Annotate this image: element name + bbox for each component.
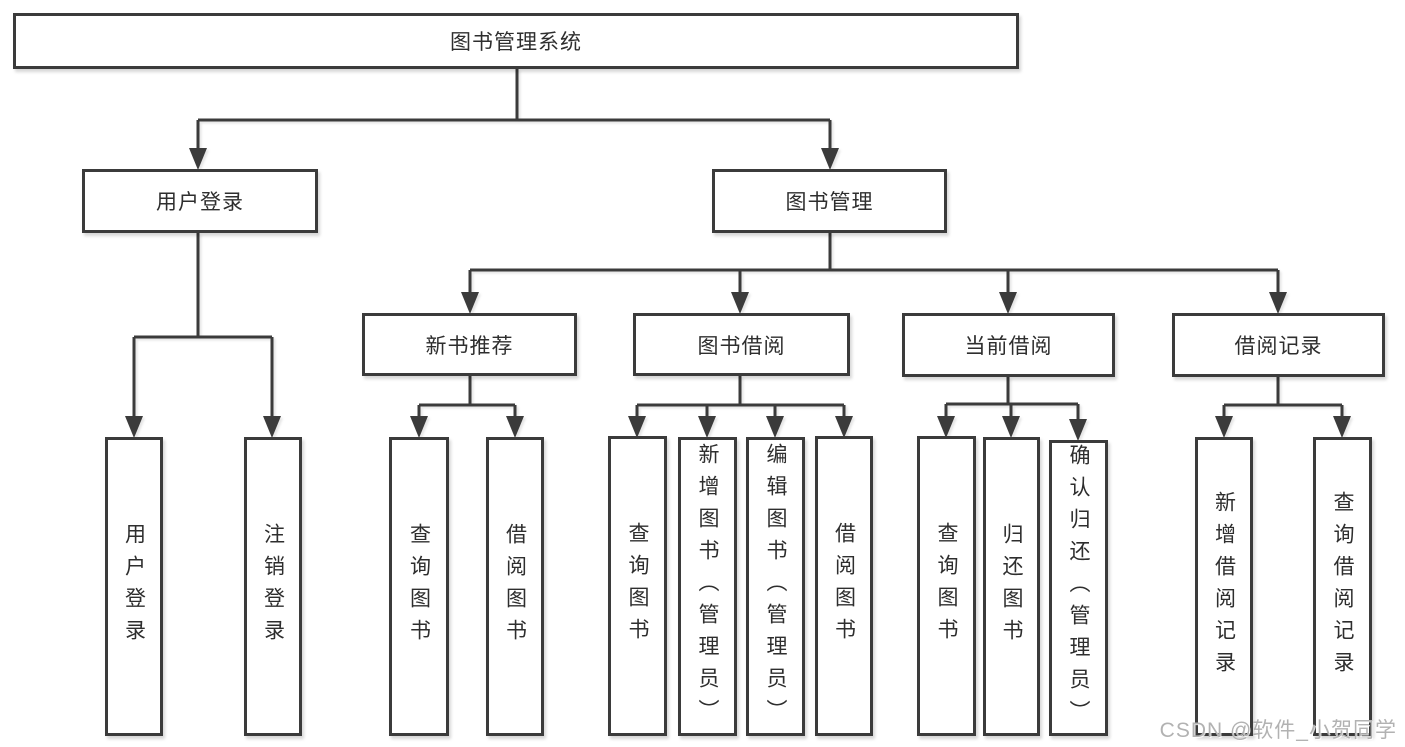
node-label: 查询图书 — [407, 522, 431, 651]
node-book-borrow: 图书借阅 — [633, 313, 850, 376]
node-label: 确认归还（管理员） — [1067, 444, 1090, 732]
node-label: 图书管理系统 — [450, 31, 582, 54]
node-label: 借阅记录 — [1234, 335, 1323, 358]
leaf-query-borrow-record: 查询借阅记录 — [1313, 437, 1372, 736]
leaf-add-book-admin: 新增图书（管理员） — [678, 437, 737, 736]
leaf-confirm-return-admin: 确认归还（管理员） — [1049, 440, 1108, 736]
node-label: 编辑图书（管理员） — [764, 442, 787, 731]
node-label: 新书推荐 — [425, 334, 514, 358]
node-borrow-record: 借阅记录 — [1172, 313, 1385, 377]
watermark: CSDN @软件_小贺同学 — [1159, 719, 1397, 742]
node-label: 用户登录 — [156, 191, 244, 214]
node-label: 归还图书 — [1000, 522, 1023, 651]
node-book-management: 图书管理 — [712, 169, 947, 233]
node-label: 图书管理 — [785, 191, 874, 214]
leaf-query-book: 查询图书 — [608, 436, 667, 736]
arrowheads — [125, 148, 1351, 441]
node-user-login: 用户登录 — [82, 169, 318, 233]
node-label: 新增图书（管理员） — [696, 442, 719, 731]
leaf-query-book: 查询图书 — [917, 436, 976, 736]
node-label: 借阅图书 — [832, 522, 856, 650]
leaf-add-borrow-record: 新增借阅记录 — [1195, 437, 1253, 736]
node-current-borrow: 当前借阅 — [902, 313, 1115, 377]
node-label: 查询图书 — [626, 522, 649, 650]
node-label: 借阅图书 — [503, 522, 527, 651]
node-label: 当前借阅 — [964, 335, 1053, 358]
leaf-edit-book-admin: 编辑图书（管理员） — [746, 437, 805, 736]
leaf-borrow-book: 借阅图书 — [815, 436, 873, 736]
node-new-book-recommend: 新书推荐 — [362, 313, 577, 376]
leaf-logout: 注销登录 — [244, 437, 302, 736]
node-label: 查询借阅记录 — [1331, 490, 1354, 683]
node-library-system: 图书管理系统 — [13, 13, 1019, 69]
leaf-query-book: 查询图书 — [389, 437, 449, 736]
leaf-return-book: 归还图书 — [983, 437, 1040, 736]
node-label: 查询图书 — [935, 522, 958, 650]
node-label: 图书借阅 — [697, 334, 786, 358]
leaf-borrow-book: 借阅图书 — [486, 437, 544, 736]
node-label: 新增借阅记录 — [1212, 490, 1236, 683]
node-label: 注销登录 — [261, 522, 285, 651]
node-label: 用户登录 — [122, 522, 146, 651]
leaf-user-login: 用户登录 — [105, 437, 163, 736]
